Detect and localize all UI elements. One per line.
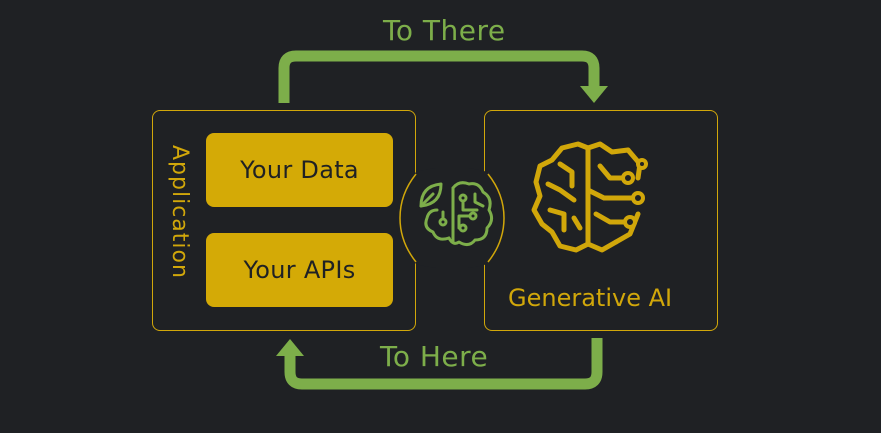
circuit-brain-icon xyxy=(531,141,648,253)
to-here-arrowhead xyxy=(276,339,304,356)
to-there-arrow xyxy=(278,50,600,103)
to-here-label: To Here xyxy=(380,340,489,373)
to-there-arrowhead xyxy=(580,86,608,103)
generative-ai-label: Generative AI xyxy=(508,284,673,312)
to-here-arrow xyxy=(284,338,603,390)
to-there-label: To There xyxy=(383,14,506,47)
brain-leaf-icon xyxy=(419,181,494,247)
your-apis-block: Your APIs xyxy=(206,233,393,307)
your-data-block: Your Data xyxy=(206,133,393,207)
application-label: Application xyxy=(167,145,192,279)
